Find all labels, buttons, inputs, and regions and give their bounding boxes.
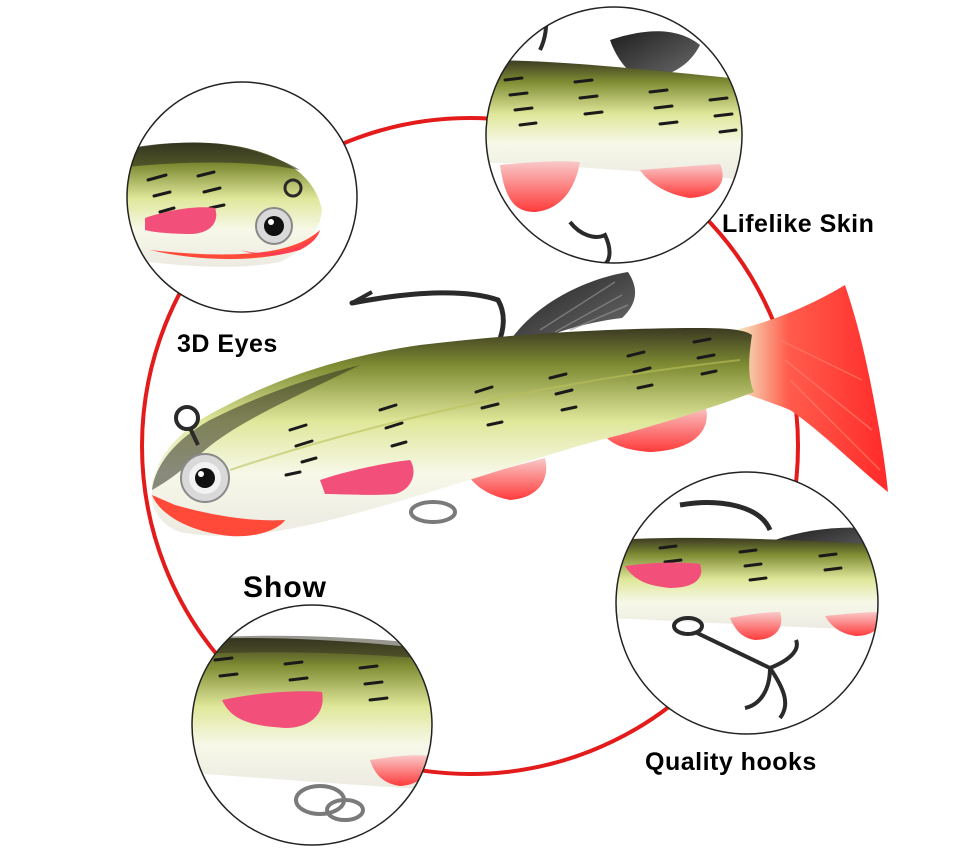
main-lure — [151, 272, 888, 537]
label-3d-eyes: 3D Eyes — [177, 330, 278, 358]
red-ring — [140, 116, 800, 776]
detail-circle-hooks — [615, 471, 879, 735]
label-show: Show — [243, 571, 327, 604]
split-ring-icon — [409, 500, 457, 524]
detail-circle-show — [191, 604, 433, 846]
detail-circle-eyes — [126, 81, 358, 313]
label-quality-hooks: Quality hooks — [645, 748, 817, 776]
label-lifelike-skin: Lifelike Skin — [722, 210, 875, 238]
split-ring-icon — [294, 784, 365, 822]
treble-hook-icon — [672, 616, 799, 720]
detail-circle-skin — [485, 6, 743, 264]
